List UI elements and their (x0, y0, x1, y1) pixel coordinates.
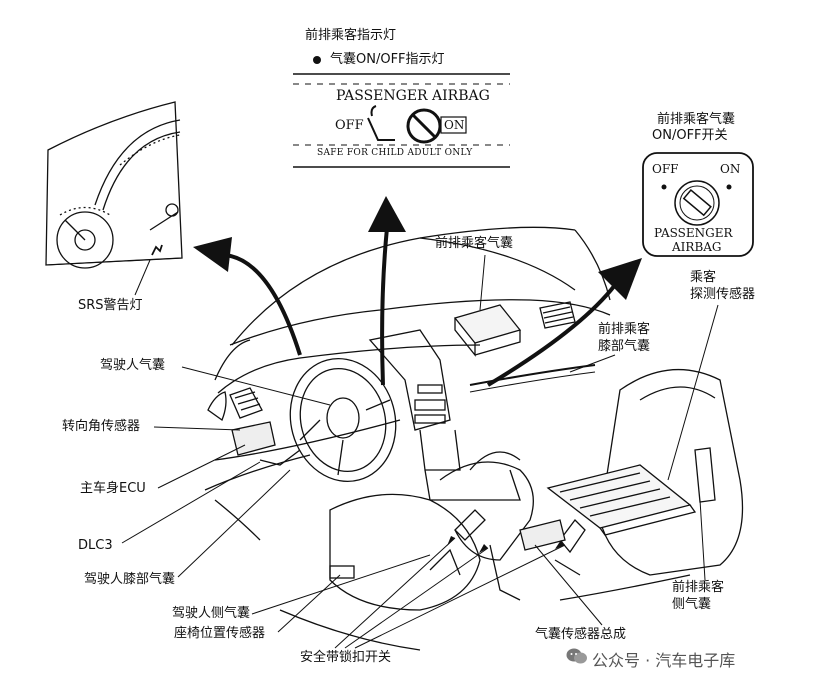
seat-position-sensor-label: 座椅位置传感器 (174, 626, 266, 641)
indicator-off-label: OFF (335, 118, 364, 133)
seatbelt-arrowheads (447, 536, 565, 553)
instrument-cluster (45, 101, 183, 269)
watermark-text: 公众号 · 汽车电子库 (592, 651, 736, 670)
srs-warning-label: SRS警告灯 (78, 298, 143, 313)
dlc3-label: DLC3 (78, 538, 113, 553)
airbag-onoff-indicator-label: 气囊ON/OFF指示灯 (330, 52, 445, 67)
occupant-sensor-line1: 乘客 (690, 270, 717, 285)
switch-panel-drawing (642, 152, 754, 257)
driver-airbag-label: 驾驶人气囊 (100, 358, 166, 373)
passenger-airbag-label: 前排乘客气囊 (435, 236, 514, 251)
indicator-on-label: ON (444, 118, 465, 132)
switch-title-line2: ON/OFF开关 (652, 128, 728, 143)
driver-side-airbag-label: 驾驶人侧气囊 (172, 606, 251, 621)
leader-lines (121, 254, 719, 649)
switch-off-label: OFF (652, 162, 679, 176)
arrow-to-indicator (368, 196, 406, 386)
wechat-icon (566, 648, 587, 664)
switch-caption-line1: PASSENGER (654, 226, 733, 240)
indicator-panel-drawing (293, 56, 510, 168)
passenger-airbag-heading: PASSENGER AIRBAG (336, 88, 490, 104)
driver-knee-airbag-label: 驾驶人膝部气囊 (84, 572, 176, 587)
passenger-knee-airbag-line1: 前排乘客 (598, 322, 651, 337)
airbag-sensor-assembly-label: 气囊传感器总成 (535, 627, 627, 642)
main-body-ecu-label: 主车身ECU (80, 481, 146, 496)
steering-angle-sensor-label: 转向角传感器 (62, 419, 141, 434)
arrow-to-cluster (193, 237, 302, 356)
switch-on-label: ON (720, 162, 741, 176)
car-interior (204, 226, 744, 651)
passenger-side-airbag-line1: 前排乘客 (672, 580, 725, 595)
switch-caption-line2: AIRBAG (672, 240, 722, 254)
arrow-to-switch (486, 258, 642, 387)
occupant-sensor-line2: 探测传感器 (690, 287, 756, 302)
switch-title-line1: 前排乘客气囊 (657, 112, 736, 127)
indicator-panel-title: 前排乘客指示灯 (305, 28, 397, 43)
passenger-side-airbag-line2: 侧气囊 (672, 597, 712, 612)
passenger-knee-airbag-line2: 膝部气囊 (598, 339, 651, 354)
indicator-footer: SAFE FOR CHILD ADULT ONLY (317, 148, 473, 158)
seatbelt-buckle-switch-label: 安全带锁扣开关 (300, 650, 392, 665)
